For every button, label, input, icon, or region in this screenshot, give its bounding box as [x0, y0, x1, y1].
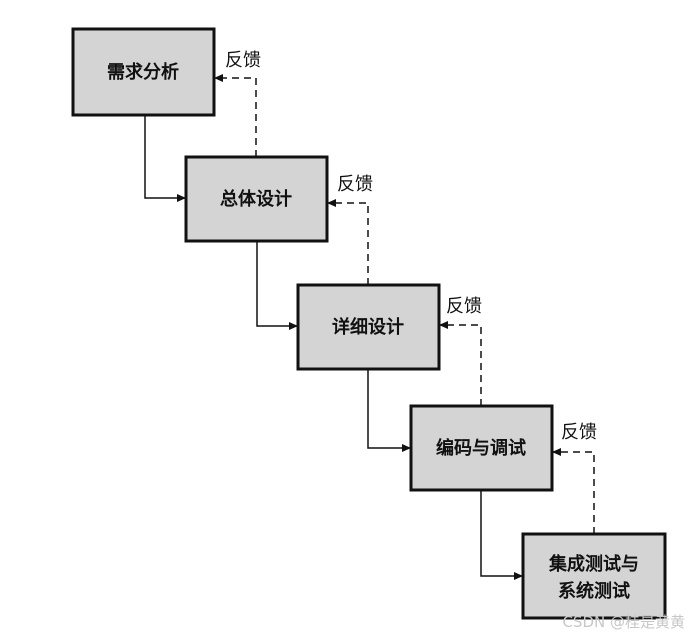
stage-label-testing-line1: 集成测试与 — [548, 553, 639, 575]
feedback-connectors — [214, 74, 595, 534]
stage-box-coding: 编码与调试 — [409, 404, 554, 492]
feedback-label-1: 反馈 — [225, 50, 261, 71]
feedback-label-4: 反馈 — [561, 422, 597, 443]
feedback-arrow-3 — [439, 321, 482, 406]
flow-arrow-4 — [480, 490, 523, 580]
feedback-label-3: 反馈 — [446, 296, 482, 317]
stage-label-coding: 编码与调试 — [436, 437, 526, 459]
stage-box-detailed-design: 详细设计 — [296, 283, 441, 371]
feedback-label-2: 反馈 — [337, 174, 373, 195]
flow-arrow-3 — [367, 369, 411, 452]
feedback-arrow-2 — [327, 199, 369, 285]
flow-arrow-2 — [256, 241, 298, 330]
feedback-arrow-1 — [214, 74, 257, 157]
stage-label-testing-line2: 系统测试 — [558, 580, 630, 602]
stage-box-requirements: 需求分析 — [71, 27, 216, 117]
stage-box-testing: 集成测试与 系统测试 — [521, 532, 667, 620]
flow-arrow-1 — [144, 115, 186, 202]
stage-label-detailed-design: 详细设计 — [332, 316, 404, 338]
stage-label-requirements: 需求分析 — [107, 61, 179, 83]
flow-connectors — [144, 115, 523, 580]
stage-box-overall-design: 总体设计 — [184, 155, 329, 243]
feedback-arrow-4 — [552, 448, 595, 534]
watermark: CSDN @桂是黄黄 — [562, 613, 685, 631]
stage-label-overall-design: 总体设计 — [220, 188, 292, 210]
